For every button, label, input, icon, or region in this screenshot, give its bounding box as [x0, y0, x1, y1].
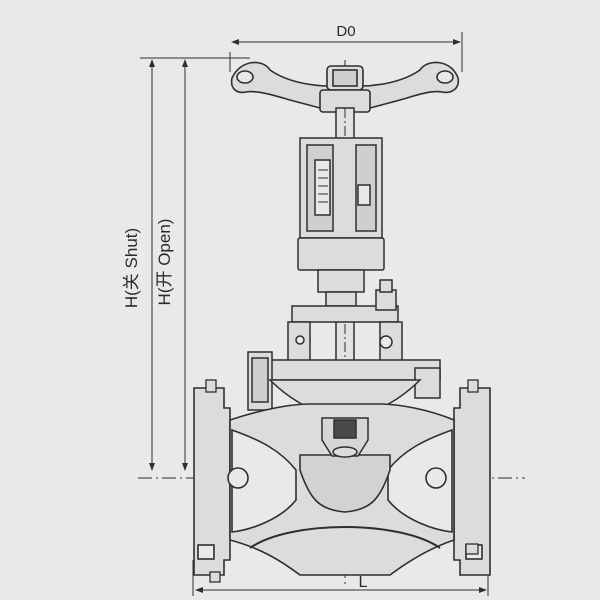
- dimension-lines: [140, 32, 489, 596]
- label-d0: D0: [336, 23, 355, 40]
- label-height-shut: H(关 Shut): [122, 228, 141, 308]
- flange-bolts: [205, 379, 479, 583]
- yoke-indicator: [297, 137, 385, 307]
- handwheel: [230, 61, 460, 113]
- valve-body: [193, 387, 491, 576]
- valve-disc: [321, 417, 369, 458]
- label-height-open: H(开 Open): [155, 219, 174, 306]
- label-length: L: [359, 574, 368, 591]
